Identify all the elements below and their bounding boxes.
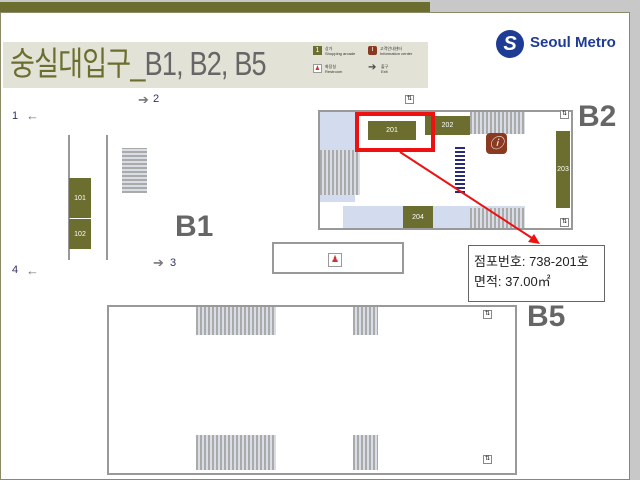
exit-3-arrow-icon: ➔ [153,255,164,270]
station-name: 숭실대입구_ [10,45,145,82]
exit-3-label: 3 [170,257,177,269]
floor-label-b2: B2 [578,100,617,133]
exit-2-label: 2 [153,93,160,105]
elevator-icon: ⇅ [560,218,569,227]
floor-label-b5: B5 [527,300,566,333]
b5-outline [107,305,517,475]
seoul-metro-logo-icon: S [496,30,524,58]
selected-shop-highlight [355,112,435,152]
logo-text: Seoul Metro [530,34,616,51]
b5-stairs [353,307,378,335]
shop-icon: 1 [313,46,322,55]
elevator-icon: ⇅ [560,110,569,119]
title-banner [3,42,428,88]
b1-stairs [122,148,147,193]
b2-stairs-left [320,150,360,195]
exit-4-label: 4 [12,264,19,276]
shop-number: 점포번호: 738-201호 [474,254,589,269]
elevator-icon: ⇅ [405,95,414,104]
exit-1-label: 1 [12,110,19,122]
restroom-icon: ♟ [328,253,342,267]
b5-stairs [353,435,378,470]
floor-label-b1: B1 [175,210,214,243]
shop-102[interactable]: 102 [69,219,91,249]
exit-4-arrow-icon: ← [26,263,39,278]
shop-area: 면적: 37.00㎡ [474,274,551,289]
shop-info-callout: 점포번호: 738-201호 면적: 37.00㎡ [468,245,605,302]
exit-arrow-icon: ➔ [368,62,377,73]
page-title: 숭실대입구_B1, B2, B5 [10,44,267,84]
shop-201[interactable]: 201 [368,121,416,140]
info-center-icon: ⓘ [486,133,507,154]
b5-stairs [196,435,276,470]
exit-1-arrow-icon: ← [26,108,39,123]
b2-restroom-area [272,242,404,274]
escalator [455,145,465,193]
b5-stairs [196,307,276,335]
b2-stairs-bottom [470,208,525,228]
exit-2-arrow-icon: ➔ [138,92,149,107]
shop-203[interactable]: 203 [556,131,570,208]
b2-stairs-top [470,112,525,134]
shop-202[interactable]: 202 [425,116,470,135]
elevator-icon: ⇅ [483,310,492,319]
floor-list: B1, B2, B5 [144,45,267,82]
elevator-icon: ⇅ [483,455,492,464]
top-accent-bar [0,2,430,12]
restroom-icon: ♟ [313,64,322,73]
info-icon: i [368,46,377,55]
shop-101[interactable]: 101 [69,178,91,218]
shop-204[interactable]: 204 [403,206,433,228]
